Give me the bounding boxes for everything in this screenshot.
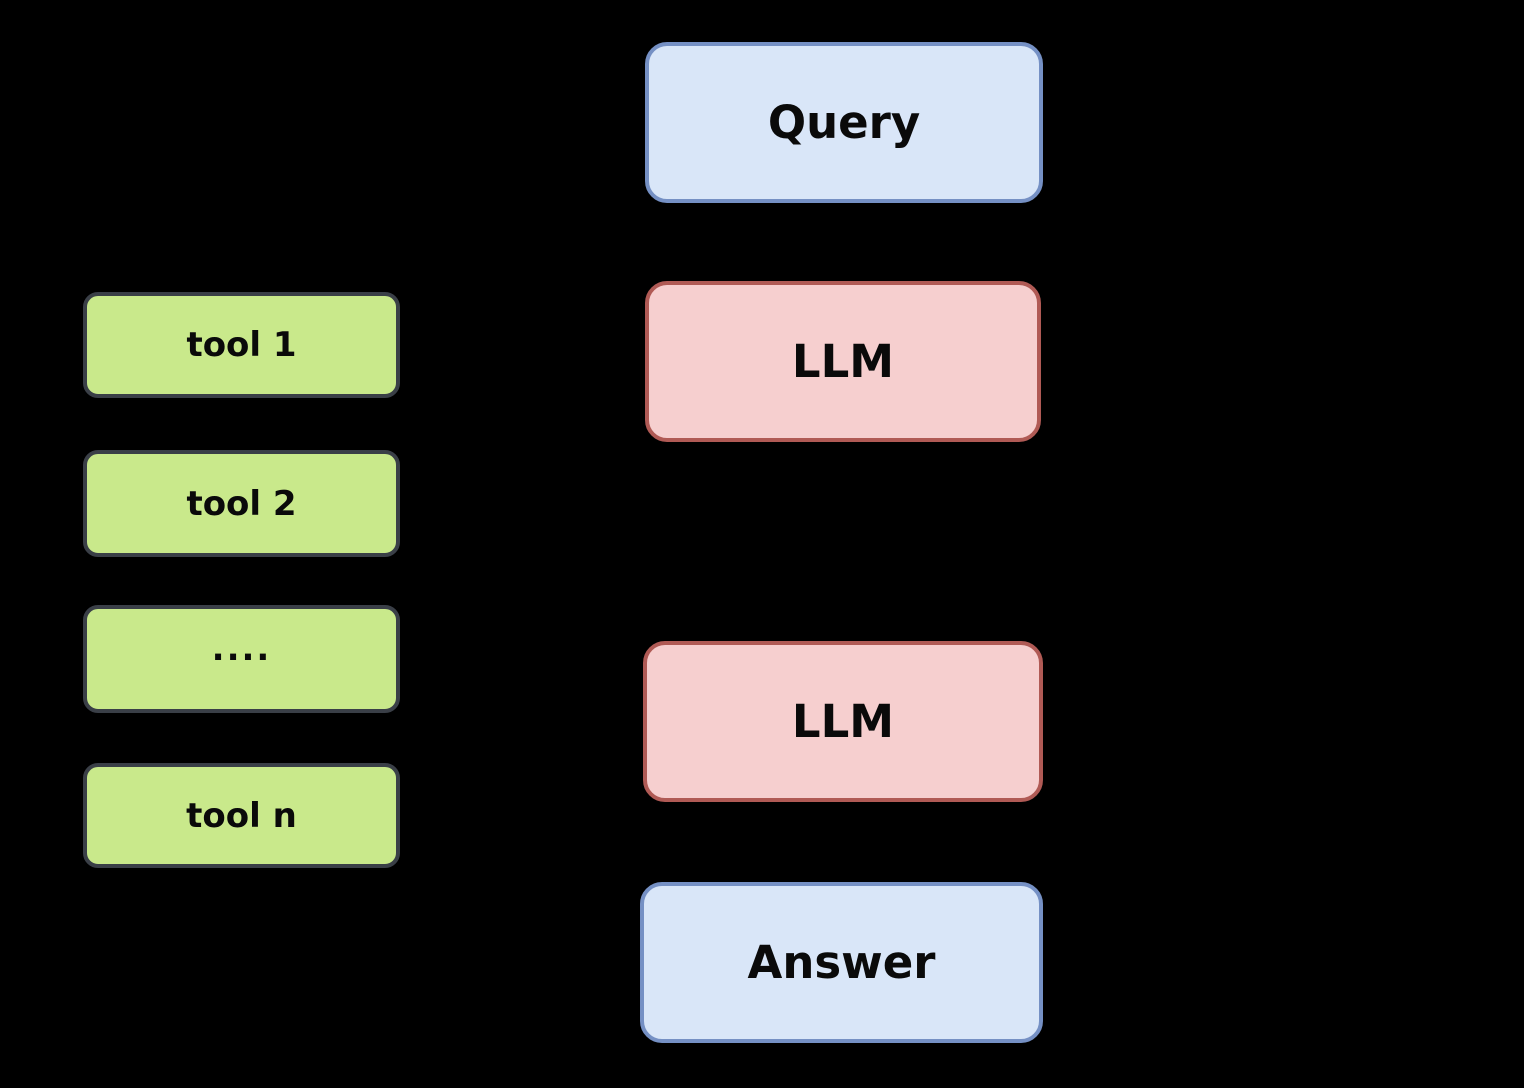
tool-1-node: tool 1 bbox=[83, 292, 400, 398]
llm-node-top-label: LLM bbox=[791, 335, 895, 388]
tool-2-node: tool 2 bbox=[83, 450, 400, 557]
tool-ellipsis-node-label: .... bbox=[211, 629, 272, 670]
answer-node-label: Answer bbox=[747, 936, 936, 989]
tool-ellipsis-node: .... bbox=[83, 605, 400, 713]
tool-n-node: tool n bbox=[83, 763, 400, 868]
llm-node-bottom-label: LLM bbox=[791, 695, 895, 748]
query-node: Query bbox=[645, 42, 1043, 203]
tool-n-node-label: tool n bbox=[186, 795, 297, 836]
tool-1-node-label: tool 1 bbox=[186, 325, 297, 365]
llm-node-bottom: LLM bbox=[643, 641, 1043, 802]
answer-node: Answer bbox=[640, 882, 1043, 1043]
llm-node-top: LLM bbox=[645, 281, 1041, 442]
query-node-label: Query bbox=[767, 96, 921, 149]
tool-2-node-label: tool 2 bbox=[186, 483, 297, 524]
